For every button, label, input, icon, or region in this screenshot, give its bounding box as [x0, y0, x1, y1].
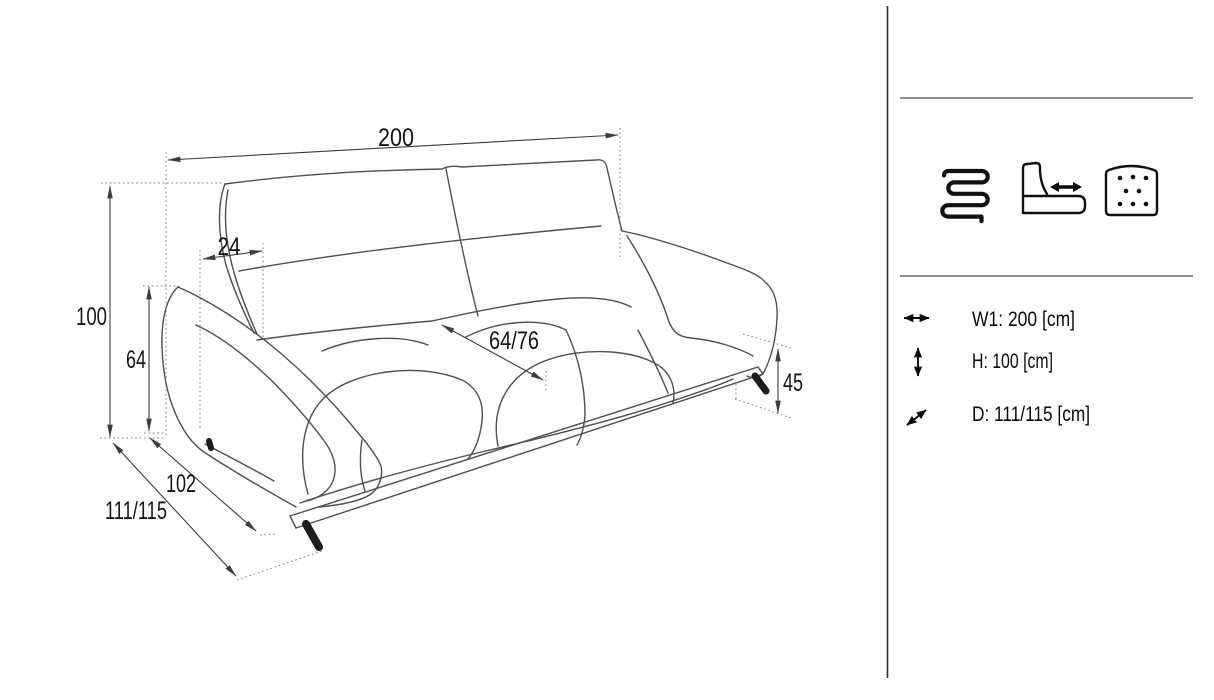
- spring-coil-path: [940, 168, 990, 224]
- foam-padding-outline: [1104, 164, 1159, 217]
- seat-cushion-left: [301, 369, 484, 495]
- dim-label-total-depth: 111/115: [105, 497, 167, 525]
- backrest-left-edge-outer: [218, 183, 255, 334]
- left-arm-front-scroll: [306, 437, 336, 502]
- spec-depth-label: D: 111/115 [cm]: [972, 403, 1090, 426]
- base-rail-left-cap: [289, 515, 297, 529]
- left-arm-ridge: [177, 286, 383, 508]
- backrest-left-edge-inner: [224, 189, 258, 335]
- base-rail-top: [289, 366, 759, 517]
- backrest-horizontal-seam: [238, 225, 602, 272]
- seat-cushion-right: [495, 350, 675, 447]
- padding-dot: [1123, 188, 1129, 194]
- spring-suspension-icon: [940, 168, 990, 224]
- diagonal-double-arrow-icon: [906, 409, 927, 426]
- padding-dot: [1143, 201, 1149, 207]
- left-arm-seam-upper: [195, 324, 323, 439]
- seat-back-junction: [256, 297, 632, 341]
- spec-row-height: H: 100 [cm]: [913, 347, 1053, 377]
- dim-line-seatdepth: [441, 324, 544, 381]
- dim-label-height: 100: [76, 303, 107, 331]
- spec-panel: W1: 200 [cm] H: 100 [cm] D: 111/115 [cm]: [886, 6, 1193, 678]
- dim-label-seat-depth: 64/76: [489, 327, 539, 355]
- seat-seam-right: [637, 329, 669, 394]
- right-arm-inner-seam: [626, 235, 754, 357]
- base-rail-bottom: [295, 373, 764, 529]
- foam-padding-icon: [1104, 164, 1159, 217]
- dim-label-seat-height: 45: [783, 369, 803, 397]
- spec-row-width: W1: 200 [cm]: [903, 308, 1075, 331]
- sliding-seat-backrest: [1021, 161, 1049, 196]
- seat-seam-middle: [565, 329, 586, 446]
- front-right-leg: [751, 372, 770, 395]
- sliding-seat-arrow: [1050, 182, 1082, 192]
- padding-dot: [1130, 174, 1136, 180]
- ext-line-seatheight-bottom: [734, 398, 792, 419]
- backrest-top-edge: [224, 159, 623, 232]
- backrest-center-seam: [445, 168, 479, 317]
- dim-label-arm-height: 64: [126, 346, 146, 374]
- base-rail-right-cap: [757, 366, 764, 375]
- spec-width-label: W1: 200 [cm]: [972, 308, 1075, 331]
- sofa-drawing: [161, 159, 778, 551]
- dim-label-width: 200: [378, 124, 414, 152]
- dimension-annotations: 200 24 100 64 64/76 45 102 111/115: [76, 124, 803, 581]
- ext-line-totaldepth: [236, 550, 323, 581]
- dim-label-base-depth: 102: [166, 470, 196, 498]
- right-arm-outer: [621, 230, 778, 379]
- dim-line-backrestdepth: [202, 249, 263, 261]
- ext-line-seatheight-top: [742, 333, 792, 349]
- padding-dot: [1136, 188, 1142, 194]
- sliding-seat-base: [1021, 194, 1087, 215]
- left-arm-seam-lower: [204, 443, 275, 482]
- dim-line-totaldepth: [112, 442, 237, 577]
- dim-line-width: [167, 132, 619, 163]
- rear-left-foot: [206, 438, 214, 451]
- ext-line-basedepth: [259, 533, 279, 536]
- spec-row-depth: D: 111/115 [cm]: [906, 403, 1090, 426]
- front-left-leg: [302, 520, 323, 551]
- padding-dot: [1143, 175, 1149, 181]
- padding-dot: [1117, 175, 1123, 181]
- sliding-seat-icon: [1021, 161, 1087, 215]
- dim-label-backrest-depth: 24: [218, 233, 241, 261]
- spec-height-label: H: 100 [cm]: [972, 350, 1053, 373]
- padding-dot: [1130, 201, 1136, 207]
- seat-seam-front: [359, 439, 366, 492]
- seat-rear-dome-left: [321, 337, 429, 352]
- padding-dot: [1117, 201, 1123, 207]
- seat-front-bottom-edge: [299, 378, 734, 504]
